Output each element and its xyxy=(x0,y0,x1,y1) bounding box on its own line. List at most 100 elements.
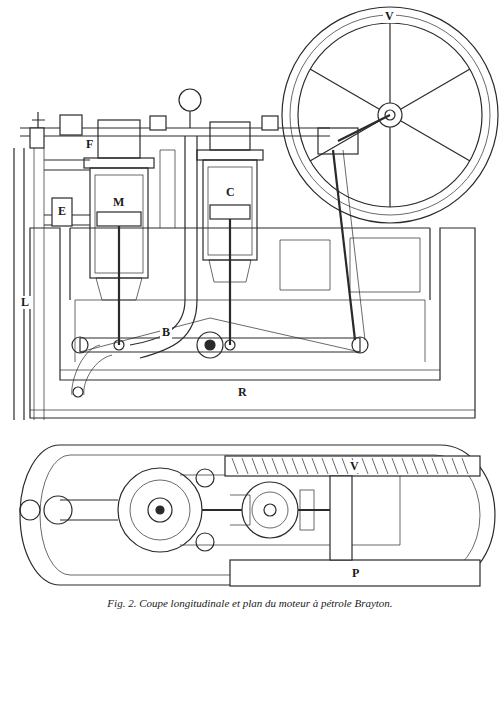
hatch-stroke xyxy=(262,458,268,474)
rocking-beam-part xyxy=(80,318,360,352)
rocking-beam-part xyxy=(72,337,88,353)
hatch-stroke xyxy=(252,458,258,474)
rocking-beam-part xyxy=(114,340,124,350)
engine-frame-part xyxy=(280,240,330,290)
hatch-stroke xyxy=(462,458,468,474)
plan-view-part xyxy=(130,480,190,540)
figure-caption: Fig. 2. Coupe longitudinale et plan du m… xyxy=(107,596,392,610)
part-letter: E xyxy=(56,205,68,218)
part-letter: M xyxy=(111,196,126,209)
pipework-part xyxy=(130,300,197,358)
hatch-stroke xyxy=(442,458,448,474)
part-letter: C xyxy=(224,186,237,199)
part-letter: R xyxy=(236,386,249,399)
part-letter: P xyxy=(350,567,361,580)
exhaust-pipes xyxy=(14,148,90,420)
plan-view-part xyxy=(225,456,480,476)
connecting-rod xyxy=(318,115,390,340)
motor-cylinder-part xyxy=(98,120,140,158)
plan-view-part xyxy=(252,492,288,528)
exhaust-pipes-part xyxy=(52,198,72,226)
rim-hatching xyxy=(232,458,468,474)
hatch-stroke xyxy=(282,458,288,474)
rocking-beam-part xyxy=(197,332,223,358)
pipework-part xyxy=(73,387,83,397)
compressor-cylinder xyxy=(197,122,263,345)
plan-view-part xyxy=(20,445,495,585)
plan-view-part xyxy=(148,498,172,522)
rocking-beam-part xyxy=(225,340,235,350)
part-letter: L xyxy=(19,296,31,309)
rocking-beam-part xyxy=(205,340,215,350)
exhaust-pipes-part xyxy=(14,148,24,420)
flywheel-part xyxy=(290,15,490,215)
flywheel-part xyxy=(310,23,470,207)
pipework xyxy=(20,89,330,397)
pipework-part xyxy=(150,116,166,130)
plan-view-part xyxy=(264,504,276,516)
plan-view-part xyxy=(242,482,298,538)
plan-view-part xyxy=(230,495,250,525)
engine-frame-part xyxy=(75,300,425,362)
flywheel-part xyxy=(298,23,482,207)
engine-frame-part xyxy=(70,228,430,300)
pipework-part xyxy=(262,116,278,130)
plan-view-part xyxy=(44,496,72,524)
hatch-stroke xyxy=(332,458,338,474)
rocking-beam-part xyxy=(80,338,360,352)
flywheel xyxy=(282,7,498,223)
connecting-rod-part xyxy=(333,150,355,340)
pipework-part xyxy=(179,89,201,111)
motor-cylinder xyxy=(84,120,154,345)
plan-view-part xyxy=(196,469,214,487)
engine-frame-part xyxy=(60,370,440,371)
plan-view-part xyxy=(60,500,118,520)
part-letter: B xyxy=(160,326,172,339)
pipework-part xyxy=(32,112,45,128)
hatch-stroke xyxy=(302,458,308,474)
part-letter: V xyxy=(383,10,396,23)
plan-view-part xyxy=(156,506,164,514)
connecting-rod-part xyxy=(343,150,365,340)
plan-view-part xyxy=(300,490,314,530)
hatch-stroke xyxy=(402,458,408,474)
plan-view-part xyxy=(230,560,480,586)
hatch-stroke xyxy=(322,458,328,474)
hatch-stroke xyxy=(272,458,278,474)
hatch-stroke xyxy=(382,458,388,474)
hatch-stroke xyxy=(292,458,298,474)
compressor-cylinder-part xyxy=(197,150,263,160)
engine-frame xyxy=(30,150,475,418)
plan-view-part xyxy=(40,455,480,575)
motor-cylinder-part xyxy=(97,212,141,226)
exhaust-pipes-part xyxy=(44,160,90,170)
hatch-stroke xyxy=(372,458,378,474)
motor-cylinder-part xyxy=(118,226,120,345)
hatch-stroke xyxy=(362,458,368,474)
plan-view-part xyxy=(118,468,202,552)
plan-view xyxy=(20,445,495,586)
hatch-stroke xyxy=(232,458,238,474)
plan-view-part xyxy=(20,500,40,520)
motor-cylinder-part xyxy=(96,278,142,300)
pipework-part xyxy=(60,115,82,135)
part-letter: V xyxy=(348,460,361,473)
engine-frame-part xyxy=(160,150,175,228)
motor-cylinder-part xyxy=(84,158,154,168)
hatch-stroke xyxy=(242,458,248,474)
hatch-stroke xyxy=(312,458,318,474)
engine-frame-part xyxy=(30,410,475,411)
part-letter: F xyxy=(84,138,95,151)
hatch-stroke xyxy=(392,458,398,474)
pipework-part xyxy=(185,136,197,300)
plan-view-part xyxy=(330,476,352,560)
plan-view-part xyxy=(202,509,330,511)
plan-view-part xyxy=(196,533,214,551)
pipework-part xyxy=(30,128,44,148)
connecting-rod-part xyxy=(338,115,390,141)
hatch-stroke xyxy=(412,458,418,474)
engine-frame-part xyxy=(350,238,420,292)
hatch-stroke xyxy=(452,458,458,474)
hatch-stroke xyxy=(432,458,438,474)
rocking-beam xyxy=(72,318,368,358)
